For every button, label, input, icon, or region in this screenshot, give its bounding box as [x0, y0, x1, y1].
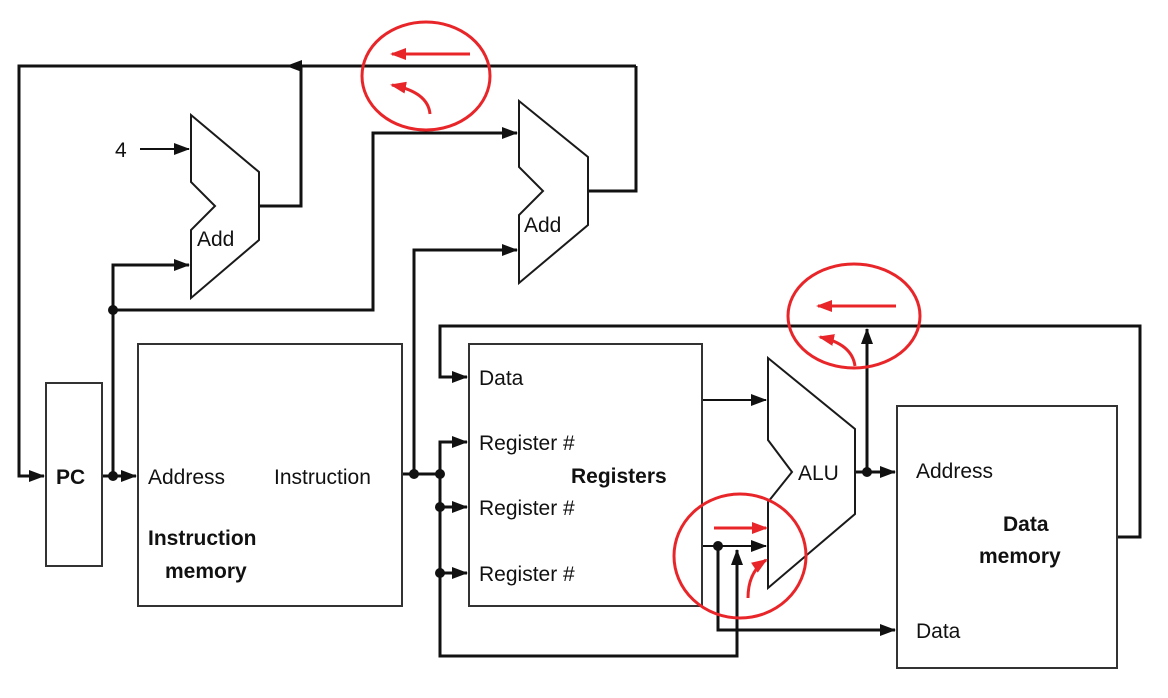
- adder-shape: [518, 98, 589, 286]
- adder-label: Add: [524, 214, 561, 237]
- annotation-alu-src-mux-point: [672, 492, 808, 620]
- alu-label: ALU: [798, 462, 839, 485]
- junction-dot: [108, 305, 118, 315]
- register-file[interactable]: Data Register # Registers Register # Reg…: [468, 343, 703, 607]
- adder-pc-plus-4[interactable]: Add: [190, 112, 260, 301]
- data-memory-box: [896, 405, 1118, 669]
- reg-port-register-2: Register #: [479, 497, 575, 520]
- dmem-port-address: Address: [916, 460, 993, 483]
- instruction-memory-box: [137, 343, 403, 607]
- pc-register[interactable]: PC: [45, 382, 103, 567]
- instruction-memory[interactable]: Address Instruction Instruction memory: [137, 343, 403, 607]
- imem-port-address: Address: [148, 466, 225, 489]
- register-file-box: [468, 343, 703, 607]
- dmem-title-line1: Data: [1003, 513, 1049, 536]
- wire-reg-bus: [438, 436, 468, 474]
- junction-dot: [435, 469, 445, 479]
- annotation-arrow-curved: [818, 334, 857, 367]
- adder-label: Add: [197, 228, 234, 251]
- wire-pc-to-add1: [111, 259, 190, 476]
- registers-title: Registers: [571, 465, 667, 488]
- adder-shape: [190, 112, 260, 301]
- imem-title-line2: memory: [165, 560, 247, 583]
- alu-shape: [767, 355, 856, 591]
- pc-box: [45, 382, 103, 567]
- annotation-circle: [672, 492, 808, 620]
- wire-imm-to-alu: [438, 549, 743, 658]
- wire-pc-to-add2: [113, 127, 518, 312]
- imem-port-instruction: Instruction: [274, 466, 371, 489]
- wire-instr-to-add2: [412, 244, 518, 474]
- wire-reg-bus-2: [438, 474, 468, 513]
- annotation-pc-mux-point: [360, 20, 492, 132]
- junction-dot: [435, 502, 445, 512]
- reg-port-register-3: Register #: [479, 563, 575, 586]
- annotation-writeback-mux-point: [786, 262, 922, 370]
- wire-add1-out: [259, 66, 303, 208]
- data-memory[interactable]: Address Data memory Data: [896, 405, 1118, 669]
- adder-branch[interactable]: Add: [518, 98, 589, 286]
- junction-dot: [409, 469, 419, 479]
- junction-dot: [713, 541, 723, 551]
- wire-reg-to-dmem: [716, 546, 896, 636]
- junction-dot: [108, 471, 118, 481]
- annotation-arrow-curved: [390, 81, 432, 115]
- constant-four: 4: [115, 139, 127, 162]
- reg-port-data: Data: [479, 367, 524, 390]
- junction-dot: [435, 568, 445, 578]
- dmem-title-line2: memory: [979, 545, 1061, 568]
- wire-add2-out: [588, 66, 638, 193]
- annotation-circle: [786, 262, 922, 370]
- dmem-port-data: Data: [916, 620, 961, 643]
- imem-title-line1: Instruction: [148, 527, 257, 550]
- wire-pc-loop: [17, 64, 301, 482]
- pc-label: PC: [56, 466, 85, 489]
- annotation-arrow-curved: [746, 558, 768, 599]
- reg-port-register-1: Register #: [479, 432, 575, 455]
- junction-dot: [862, 467, 872, 477]
- annotation-circle: [360, 20, 492, 132]
- alu[interactable]: ALU: [767, 355, 856, 591]
- junctions: [108, 305, 872, 578]
- wire-reg-bus-3: [438, 507, 468, 579]
